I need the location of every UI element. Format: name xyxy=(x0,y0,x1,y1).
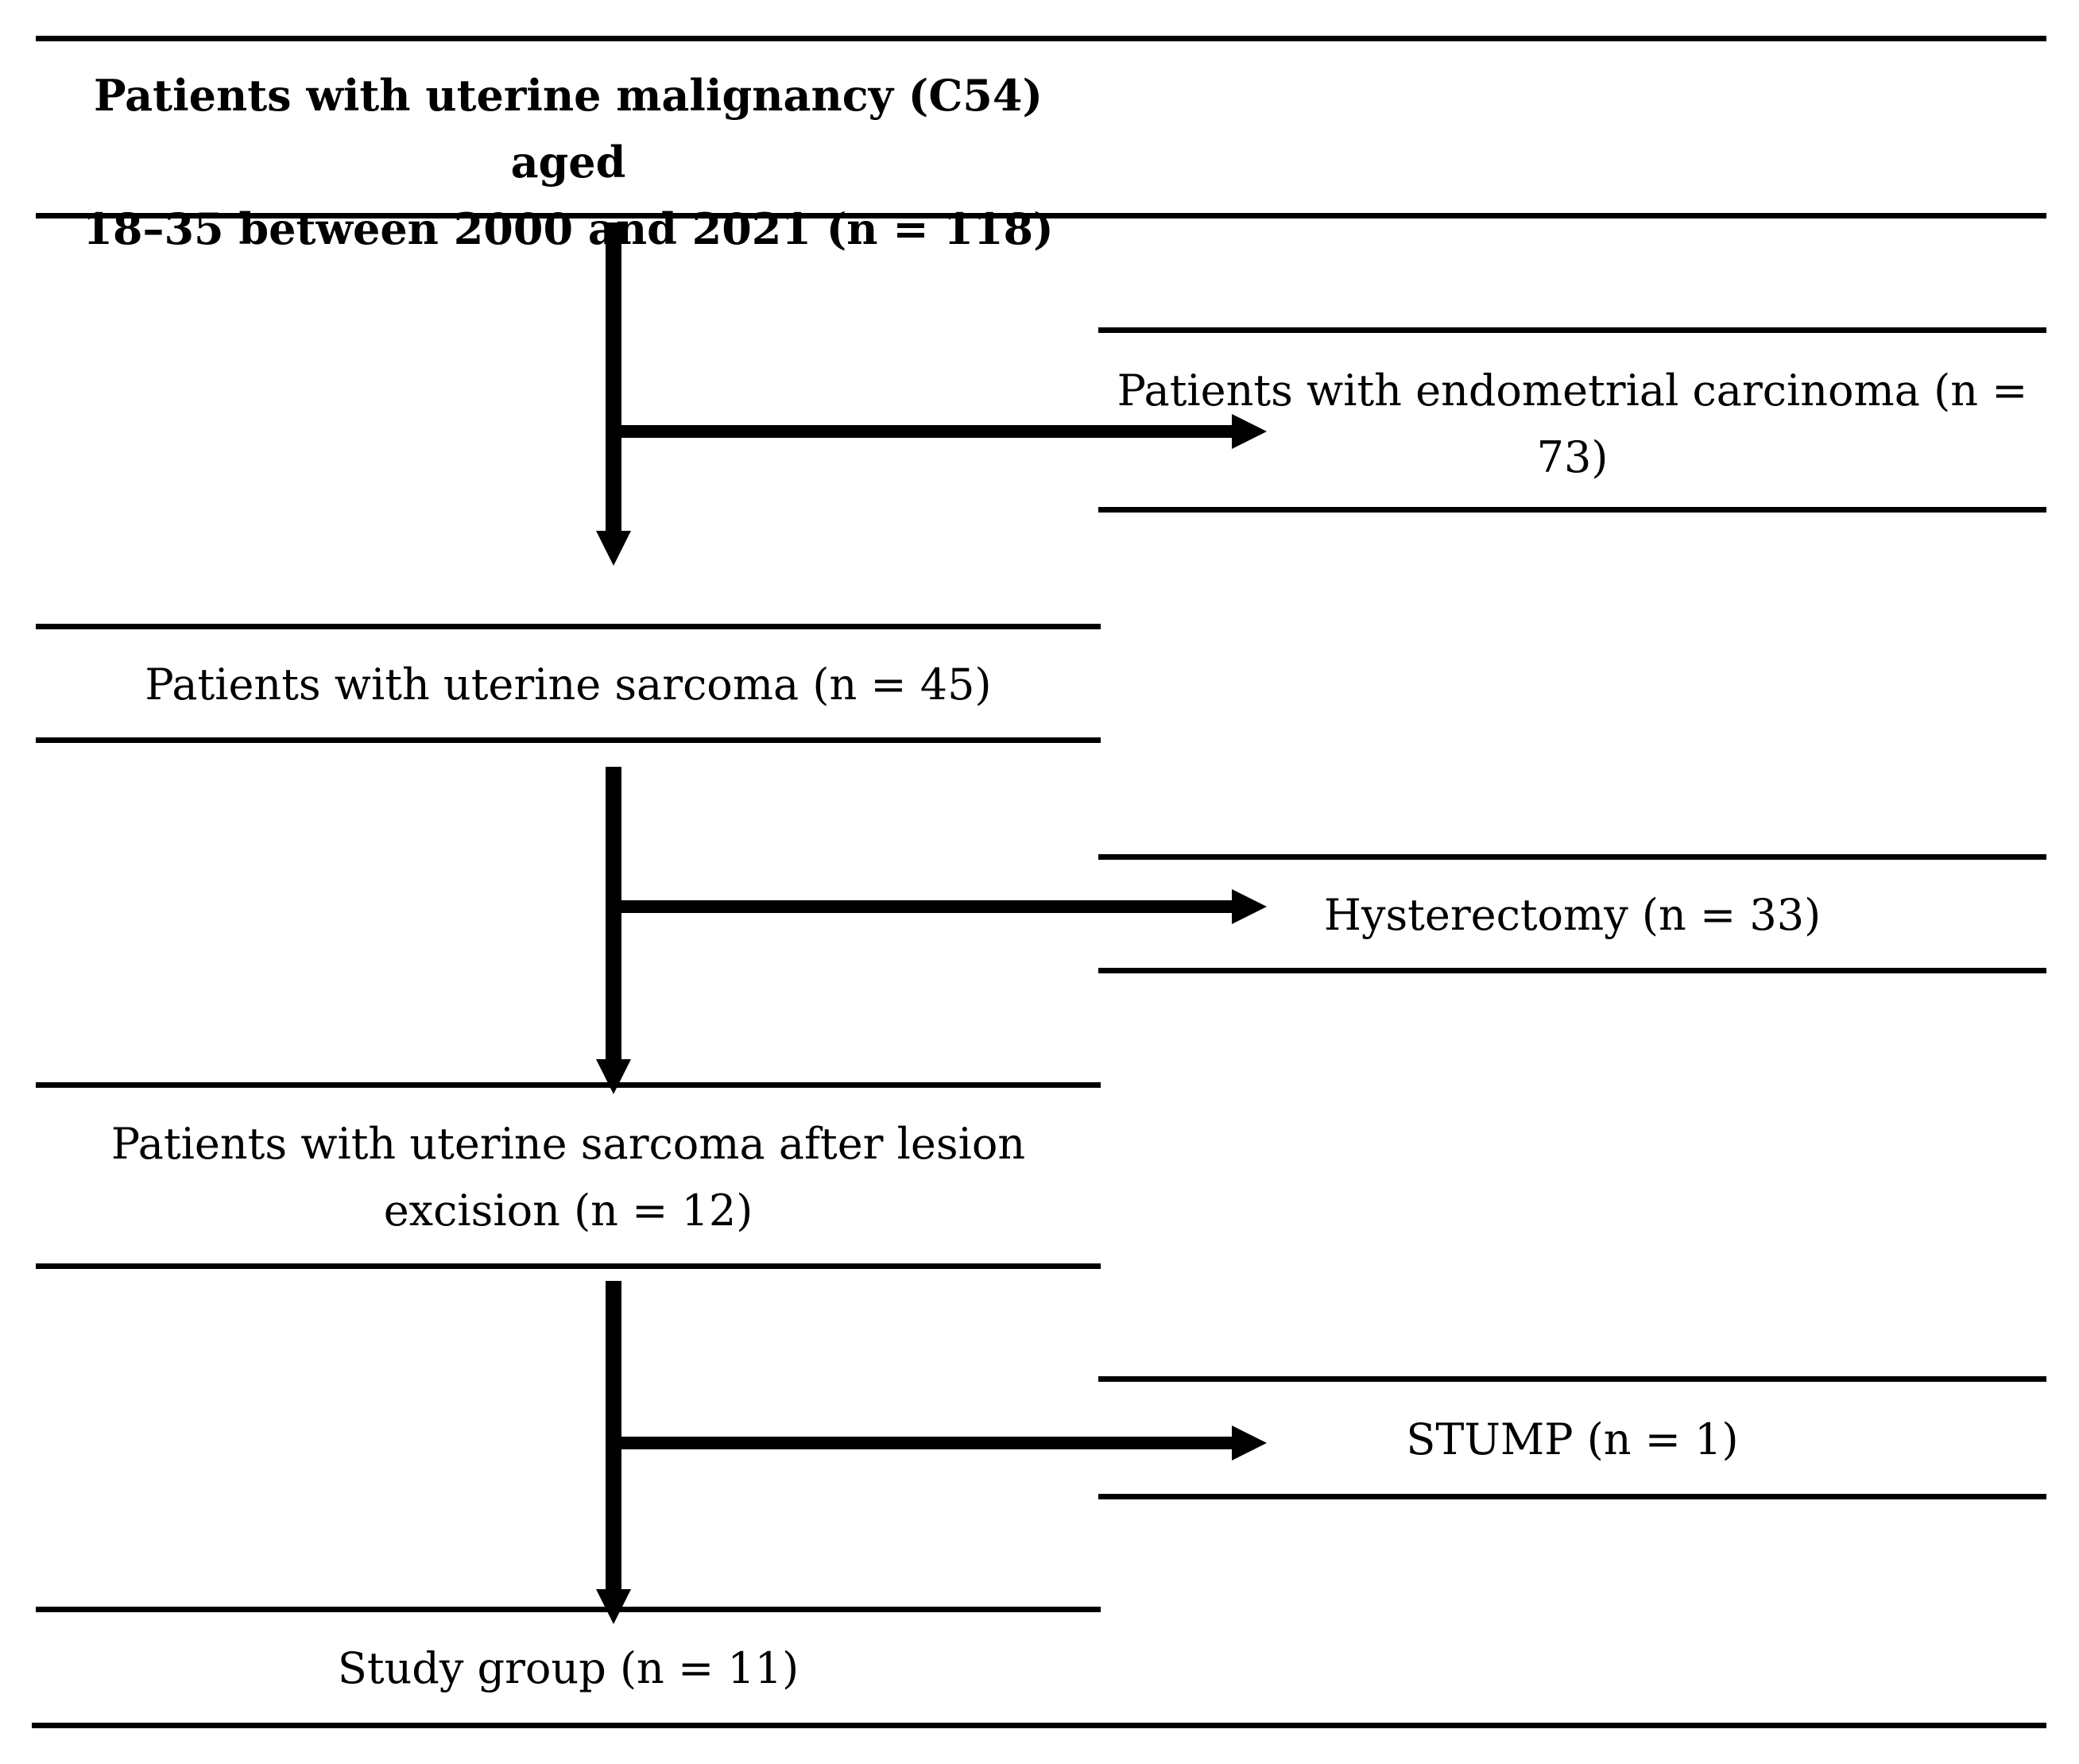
top-box-bottom-rule xyxy=(36,213,2046,219)
connector-1-vertical xyxy=(606,222,621,532)
top-box-top-rule xyxy=(36,36,2046,41)
endometrial-box-top-rule xyxy=(1098,327,2046,333)
connector-1-arrowhead-down xyxy=(596,531,631,566)
connector-2-vertical xyxy=(606,767,621,1069)
stump-box-top-rule xyxy=(1098,1376,2046,1382)
endometrial-box-line1: Patients with endometrial carcinoma (n = xyxy=(1117,366,2028,416)
connector-1-horizontal xyxy=(614,425,1233,438)
connector-2-horizontal xyxy=(614,900,1233,913)
stump-box-label: STUMP (n = 1) xyxy=(1406,1414,1739,1464)
endometrial-box-label: Patients with endometrial carcinoma (n =… xyxy=(1098,358,2046,491)
sarcoma-box-top-rule xyxy=(36,624,1101,629)
lesion-excision-box-top-rule xyxy=(36,1082,1101,1088)
sarcoma-box-bottom-rule xyxy=(36,737,1101,743)
top-box-line1: Patients with uterine malignancy (C54) a… xyxy=(93,70,1043,188)
endometrial-box-line2: 73) xyxy=(1536,432,1609,482)
top-box-label: Patients with uterine malignancy (C54) a… xyxy=(36,62,1101,262)
hysterectomy-box-top-rule xyxy=(1098,854,2046,860)
connector-2-arrowhead-down xyxy=(596,1059,631,1094)
lesion-excision-box-line1: Patients with uterine sarcoma after lesi… xyxy=(110,1119,1026,1169)
hysterectomy-box-bottom-rule xyxy=(1098,968,2046,973)
study-group-box-label: Study group (n = 11) xyxy=(337,1643,799,1693)
endometrial-box-bottom-rule xyxy=(1098,507,2046,513)
study-group-box-top-rule xyxy=(36,1607,1101,1612)
top-box-line2: 18–35 between 2000 and 2021 (n = 118) xyxy=(83,203,1054,254)
hysterectomy-box-label: Hysterectomy (n = 33) xyxy=(1323,890,1822,940)
lesion-excision-box-line2: excision (n = 12) xyxy=(383,1186,753,1236)
study-group-box-bottom-rule xyxy=(32,1723,2046,1728)
connector-3-arrowhead-right xyxy=(1232,1426,1267,1460)
stump-box-bottom-rule xyxy=(1098,1494,2046,1499)
lesion-excision-box-label: Patients with uterine sarcoma after lesi… xyxy=(36,1111,1101,1244)
connector-1-arrowhead-right xyxy=(1232,414,1267,449)
sarcoma-box-label: Patients with uterine sarcoma (n = 45) xyxy=(145,660,992,710)
connector-2-arrowhead-right xyxy=(1232,889,1267,924)
lesion-excision-box-bottom-rule xyxy=(36,1263,1101,1269)
connector-3-horizontal xyxy=(614,1437,1233,1449)
